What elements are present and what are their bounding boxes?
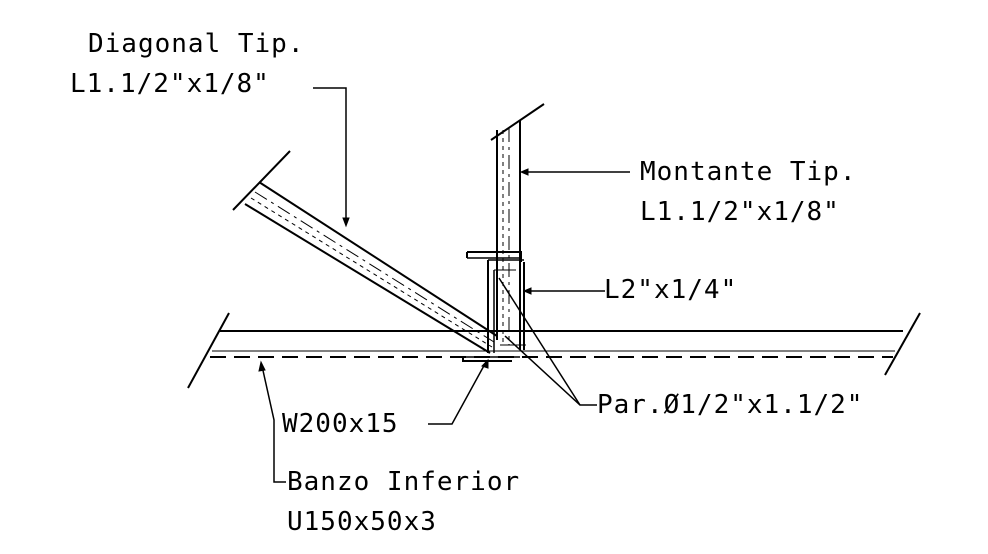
chord-name-label: Banzo Inferior [287,467,521,497]
gusset-profile-label: L2"x1/4" [604,275,738,305]
diagonal-member [232,150,498,354]
bolts-label: Par.Ø1/2"x1.1/2" [597,390,864,420]
montante-name-label: Montante Tip. [640,157,857,187]
leader-lines [258,87,630,483]
chord-profile-label: U150x50x3 [287,507,437,537]
beam-profile-label: W200x15 [282,409,399,439]
diagonal-name-label: Diagonal Tip. [88,29,305,59]
bottom-chord [187,312,921,389]
vertical-member [490,103,545,350]
connection-angles [462,251,526,362]
montante-profile-label: L1.1/2"x1/8" [640,197,840,227]
diagonal-profile-label: L1.1/2"x1/8" [70,69,270,99]
